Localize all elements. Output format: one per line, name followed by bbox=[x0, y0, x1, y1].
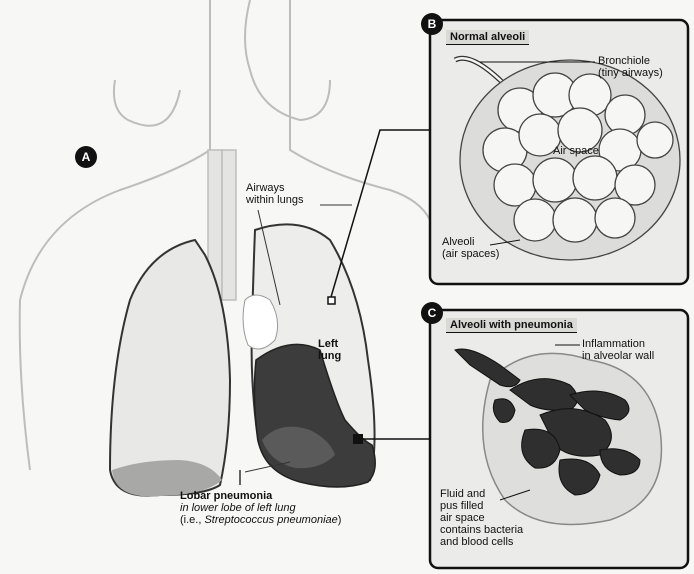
airways-label-line2: within lungs bbox=[246, 194, 303, 206]
panel-b-title: Normal alveoli bbox=[446, 30, 529, 45]
lobar-pneumonia-label: Lobar pneumonia in lower lobe of left lu… bbox=[180, 490, 341, 526]
connector-marker-b bbox=[328, 297, 335, 304]
lobar-organism: (i.e., Streptococcus pneumoniae) bbox=[180, 514, 341, 526]
bronchiole-label-line1: Bronchiole bbox=[598, 55, 663, 67]
inflammation-label: Inflammation in alveolar wall bbox=[582, 338, 654, 362]
airways-label-line1: Airways bbox=[246, 182, 303, 194]
fluid-label-line5: and blood cells bbox=[440, 536, 523, 548]
left-lung-label-line1: Left bbox=[318, 338, 341, 350]
fluid-label-line1: Fluid and bbox=[440, 488, 523, 500]
lobar-organism-suffix: ) bbox=[338, 514, 342, 526]
lobar-organism-prefix: (i.e., bbox=[180, 514, 204, 526]
alveoli-label-line1: Alveoli bbox=[442, 236, 499, 248]
left-lung-label: Left lung bbox=[318, 338, 341, 362]
inflammation-label-line1: Inflammation bbox=[582, 338, 654, 350]
lobar-organism-name: Streptococcus pneumoniae bbox=[204, 514, 337, 526]
badge-a: A bbox=[75, 146, 97, 168]
alveoli-label: Alveoli (air spaces) bbox=[442, 236, 499, 260]
badge-c: C bbox=[421, 302, 443, 324]
air-space-label: Air space bbox=[553, 145, 599, 157]
bronchiole-label-line2: (tiny airways) bbox=[598, 67, 663, 79]
fluid-label: Fluid and pus filled air space contains … bbox=[440, 488, 523, 548]
lobar-title: Lobar pneumonia bbox=[180, 490, 341, 502]
lobar-subtitle: in lower lobe of left lung bbox=[180, 502, 341, 514]
badge-b: B bbox=[421, 13, 443, 35]
fluid-label-line4: contains bacteria bbox=[440, 524, 523, 536]
connector-marker-c bbox=[353, 434, 363, 444]
left-lung-label-line2: lung bbox=[318, 350, 341, 362]
fluid-label-line2: pus filled bbox=[440, 500, 523, 512]
inflammation-label-line2: in alveolar wall bbox=[582, 350, 654, 362]
airways-label: Airways within lungs bbox=[246, 182, 303, 206]
alveoli-label-line2: (air spaces) bbox=[442, 248, 499, 260]
panel-c-title: Alveoli with pneumonia bbox=[446, 318, 577, 333]
fluid-label-line3: air space bbox=[440, 512, 523, 524]
bronchiole-label: Bronchiole (tiny airways) bbox=[598, 55, 663, 79]
right-lung bbox=[110, 240, 230, 496]
